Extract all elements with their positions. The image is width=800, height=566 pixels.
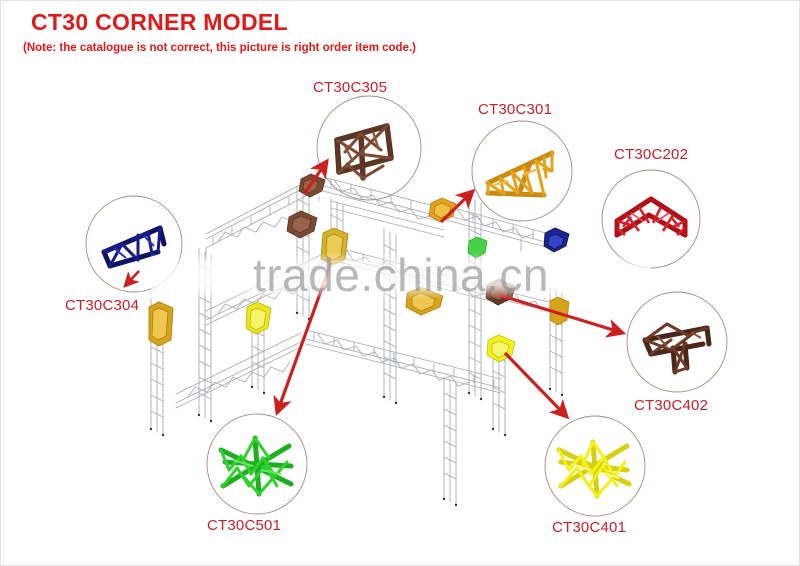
callout-label-ct30c304: CT30C304 (65, 297, 140, 314)
page-note: (Note: the catalogue is not correct, thi… (23, 42, 416, 54)
callout-label-ct30c305: CT30C305 (313, 79, 388, 96)
callout-circle-ct30c402 (626, 291, 728, 393)
part-ct30c202 (614, 196, 688, 238)
structure-joints (148, 173, 570, 363)
part-ct30c305 (334, 123, 394, 181)
part-ct30c501 (218, 435, 294, 497)
joint-green-col (467, 236, 488, 259)
beam-low-right (305, 329, 502, 394)
joint-brown-top (298, 173, 326, 198)
beam-mid-rear (330, 200, 445, 238)
joint-blue-right (543, 227, 570, 253)
arrow-to-ct30c301 (439, 188, 476, 224)
callout-label-ct30c402: CT30C402 (634, 397, 709, 414)
callout-circle-ct30c301 (471, 120, 573, 222)
callout-label-ct30c301: CT30C301 (478, 101, 553, 118)
arrow-to-ct30c402 (498, 293, 627, 338)
beam-low-left (175, 332, 302, 409)
part-ct30c301 (485, 150, 555, 198)
callout-circle-ct30c501 (206, 413, 308, 515)
beam-top-rear (322, 176, 443, 223)
callout-circle-ct30c401 (544, 415, 646, 517)
page-title: CT30 CORNER MODEL (31, 9, 288, 35)
part-ct30c402 (642, 322, 712, 375)
callout-label-ct30c501: CT30C501 (207, 517, 282, 534)
callout-circle-ct30c305 (316, 95, 422, 201)
joint-gold-leftcol (148, 301, 174, 347)
beam-top-right (445, 205, 554, 250)
part-ct30c401 (556, 439, 632, 499)
joint-gold-lowerright (405, 286, 444, 316)
arrow-to-ct30c305 (302, 158, 329, 195)
part-ct30c304 (101, 225, 167, 269)
callout-label-ct30c202: CT30C202 (614, 146, 689, 163)
callout-circle-ct30c202 (601, 169, 701, 269)
callout-circle-ct30c304 (85, 195, 183, 293)
arrow-to-ct30c401 (503, 351, 570, 420)
callout-circles (85, 95, 728, 517)
joint-gold-mid (320, 227, 349, 266)
callout-label-ct30c401: CT30C401 (552, 519, 627, 536)
arrow-to-ct30c304 (123, 270, 140, 288)
joint-yellow-col (245, 301, 272, 335)
joint-brown-left (286, 210, 318, 239)
